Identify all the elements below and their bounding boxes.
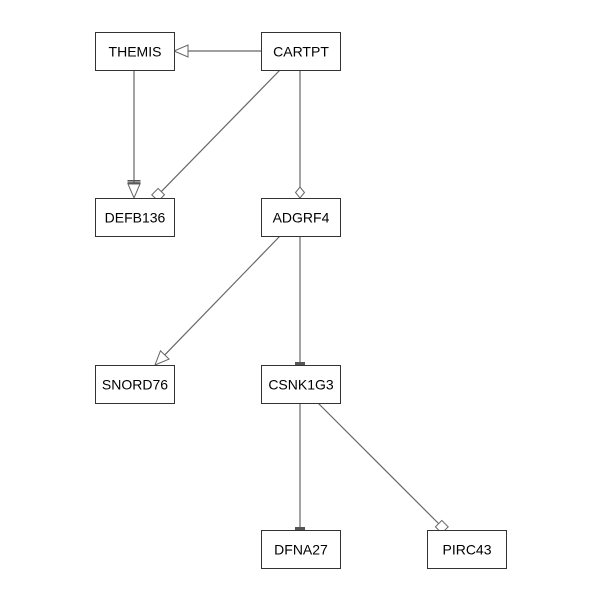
node-label: PIRC43 bbox=[442, 542, 491, 558]
node-label: ADGRF4 bbox=[273, 210, 330, 226]
edge-head-tee bbox=[295, 362, 305, 365]
node-box bbox=[261, 32, 341, 71]
node-box bbox=[95, 32, 175, 71]
node-box bbox=[95, 198, 175, 237]
edge-cartpt-to-adgrf4 bbox=[294, 70, 306, 199]
node-box bbox=[261, 365, 341, 404]
node-label: CSNK1G3 bbox=[268, 377, 334, 393]
node-label: SNORD76 bbox=[102, 377, 168, 393]
node-box bbox=[427, 530, 507, 569]
edge-cartpt-to-themis bbox=[172, 44, 261, 58]
node-label: DFNA27 bbox=[274, 542, 328, 558]
node-label: THEMIS bbox=[109, 44, 162, 60]
node-themis[interactable]: THEMIS bbox=[95, 32, 175, 71]
node-box bbox=[261, 530, 341, 569]
edge-head-tee bbox=[295, 527, 305, 530]
edge-line bbox=[164, 235, 281, 356]
node-box bbox=[261, 198, 341, 237]
node-box bbox=[95, 365, 175, 404]
edge-adgrf4-to-snord76 bbox=[154, 235, 281, 366]
edge-layer bbox=[127, 44, 449, 534]
node-defb136[interactable]: DEFB136 bbox=[95, 198, 175, 237]
node-cartpt[interactable]: CARTPT bbox=[261, 32, 341, 71]
edge-line bbox=[160, 69, 281, 192]
edge-line bbox=[317, 402, 440, 525]
edge-cartpt-to-defb136 bbox=[151, 69, 281, 202]
node-adgrf4[interactable]: ADGRF4 bbox=[261, 198, 341, 237]
edge-adgrf4-to-csnk1g3 bbox=[295, 236, 305, 365]
edge-themis-to-defb136 bbox=[127, 70, 141, 200]
edge-head-open-diamond bbox=[294, 186, 306, 199]
node-snord76[interactable]: SNORD76 bbox=[95, 365, 175, 404]
node-csnk1g3[interactable]: CSNK1G3 bbox=[261, 365, 341, 404]
node-dfna27[interactable]: DFNA27 bbox=[261, 530, 341, 569]
edge-csnk1g3-to-dfna27 bbox=[295, 403, 305, 530]
edge-head-tee-open-triangle bbox=[127, 180, 141, 200]
node-label: CARTPT bbox=[273, 44, 329, 60]
edge-csnk1g3-to-pirc43 bbox=[317, 402, 449, 534]
node-pirc43[interactable]: PIRC43 bbox=[427, 530, 507, 569]
edge-head-open-triangle bbox=[172, 44, 189, 58]
node-label: DEFB136 bbox=[105, 210, 166, 226]
edge-head-open-triangle bbox=[154, 349, 170, 366]
